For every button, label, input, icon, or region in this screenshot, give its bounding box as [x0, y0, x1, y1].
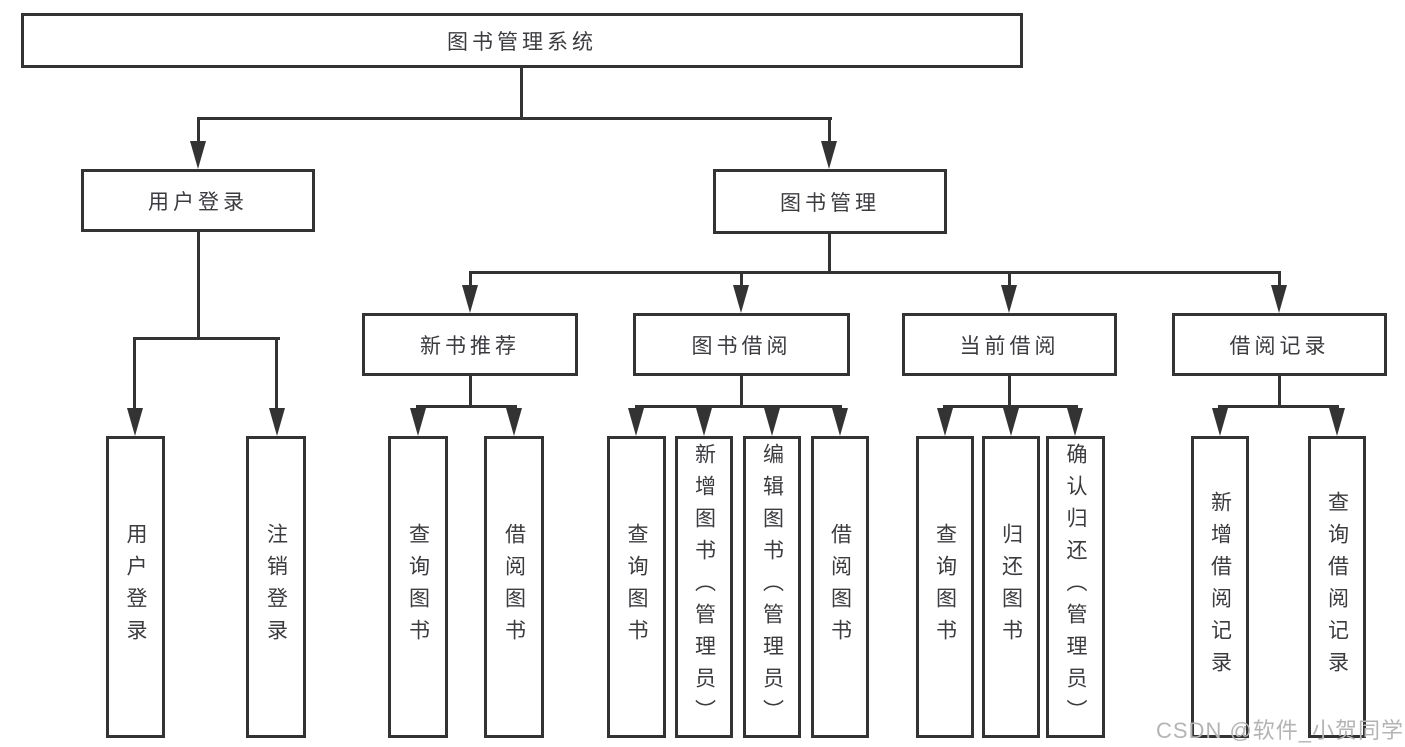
connector-line [133, 337, 136, 411]
csdn-watermark: CSDN @软件_小贺同学 [1156, 718, 1405, 743]
arrow-down-icon [1329, 408, 1345, 436]
leaf-query-books-borrowing: 查询图书 [607, 436, 666, 738]
arrow-down-icon [937, 408, 953, 436]
leaf-add-book-admin: 新增图书（管理员） [675, 436, 733, 738]
connector-line [197, 117, 832, 120]
arrow-down-icon [506, 408, 522, 436]
node-borrowing-records: 借阅记录 [1172, 313, 1387, 376]
connector-line [416, 405, 517, 408]
arrow-down-icon [628, 408, 644, 436]
arrow-down-icon [1003, 408, 1019, 436]
connector-line [133, 337, 280, 340]
leaf-query-books-recommend: 查询图书 [388, 436, 448, 738]
leaf-label: 查询借阅记录 [1325, 491, 1349, 683]
connector-line [469, 271, 472, 289]
leaf-label: 查询图书 [625, 523, 648, 651]
leaf-label: 查询图书 [406, 523, 430, 651]
arrow-down-icon [127, 408, 143, 436]
arrow-down-icon [190, 141, 206, 169]
leaf-borrow-books-recommend: 借阅图书 [484, 436, 544, 738]
arrow-down-icon [733, 285, 749, 313]
node-book-management: 图书管理 [713, 169, 947, 234]
arrow-down-icon [764, 408, 780, 436]
node-user-login: 用户登录 [81, 169, 315, 232]
leaf-return-books: 归还图书 [982, 436, 1040, 738]
connector-line [635, 405, 842, 408]
leaf-label: 新增借阅记录 [1208, 491, 1232, 683]
leaf-add-borrow-record: 新增借阅记录 [1191, 436, 1249, 738]
arrow-down-icon [1001, 285, 1017, 313]
connector-line [1008, 271, 1011, 289]
connector-line [740, 376, 743, 407]
node-new-book-recommend: 新书推荐 [362, 313, 578, 376]
arrow-down-icon [1212, 408, 1228, 436]
arrow-down-icon [1067, 408, 1083, 436]
arrow-down-icon [462, 285, 478, 313]
arrow-down-icon [696, 408, 712, 436]
leaf-label: 用户登录 [124, 523, 147, 651]
connector-line [1218, 405, 1339, 408]
connector-line [1278, 271, 1281, 289]
leaf-borrow-books-borrowing: 借阅图书 [811, 436, 869, 738]
leaf-edit-book-admin: 编辑图书（管理员） [743, 436, 801, 738]
leaf-label: 借阅图书 [502, 523, 526, 651]
leaf-label: 新增图书（管理员） [692, 443, 716, 731]
connector-line [943, 405, 1078, 408]
connector-line [828, 117, 831, 145]
connector-line [1278, 376, 1281, 407]
leaf-label: 借阅图书 [828, 523, 852, 651]
leaf-logout: 注销登录 [246, 436, 306, 738]
arrow-down-icon [832, 408, 848, 436]
node-current-borrowing: 当前借阅 [902, 313, 1117, 376]
arrow-down-icon [821, 141, 837, 169]
connector-line [197, 232, 200, 339]
leaf-label: 确认归还（管理员） [1064, 443, 1087, 731]
connector-line [469, 376, 472, 407]
connector-line [740, 271, 743, 289]
arrow-down-icon [1271, 285, 1287, 313]
leaf-label: 归还图书 [999, 523, 1023, 651]
arrow-down-icon [410, 408, 426, 436]
leaf-user-login: 用户登录 [106, 436, 165, 738]
connector-line [1008, 376, 1011, 407]
leaf-confirm-return-admin: 确认归还（管理员） [1046, 436, 1105, 738]
leaf-query-books-current: 查询图书 [916, 436, 974, 738]
arrow-down-icon [269, 408, 285, 436]
leaf-label: 编辑图书（管理员） [760, 443, 784, 731]
leaf-label: 查询图书 [933, 523, 957, 651]
connector-line [469, 271, 1281, 274]
connector-line [275, 337, 278, 411]
connector-line [197, 117, 200, 145]
leaf-query-borrow-record: 查询借阅记录 [1308, 436, 1366, 738]
leaf-label: 注销登录 [264, 523, 288, 651]
connector-line [828, 234, 831, 274]
node-book-borrowing: 图书借阅 [633, 313, 850, 376]
node-root-library-system: 图书管理系统 [21, 13, 1023, 68]
connector-line [520, 68, 523, 119]
